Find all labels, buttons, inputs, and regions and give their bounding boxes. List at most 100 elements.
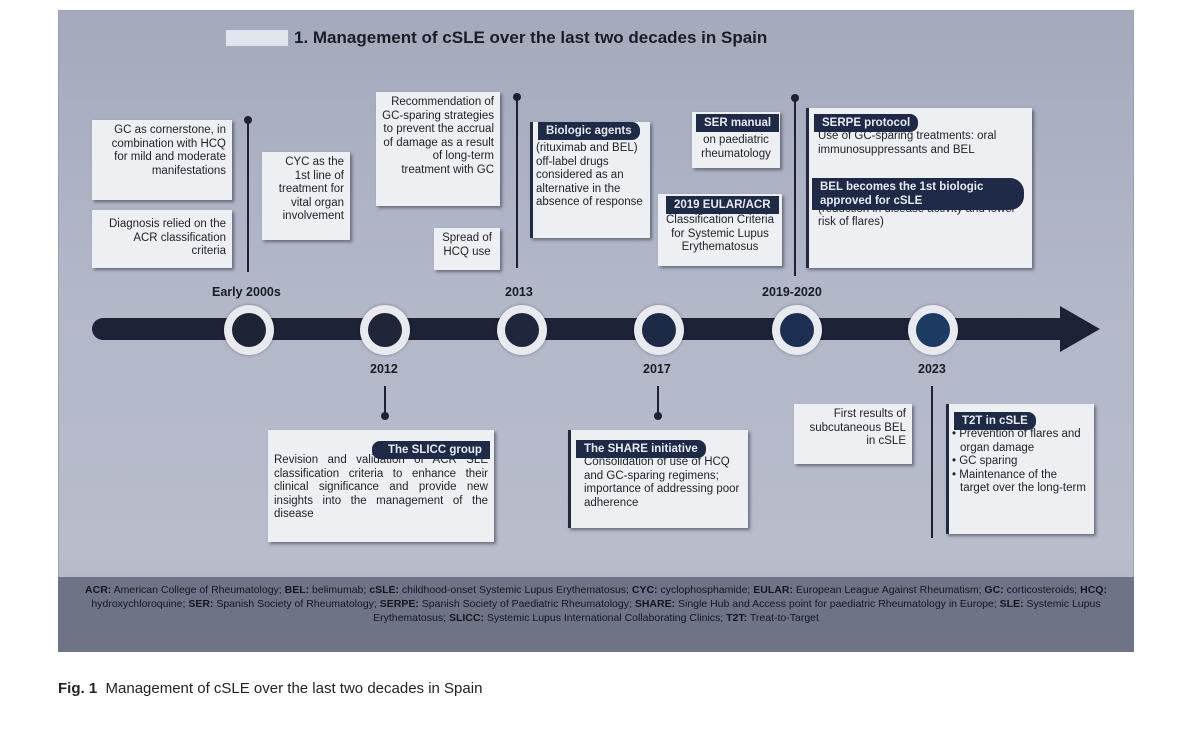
diagnosis-box: Diagnosis relied on the ACR classificati… xyxy=(92,210,232,268)
diagnosis-text: Diagnosis relied on the ACR classificati… xyxy=(109,218,226,257)
legend-abbr: T2T: xyxy=(726,612,748,624)
year-2013-connector xyxy=(516,96,518,268)
milestone-2017-core xyxy=(642,313,676,347)
milestone-2023-core xyxy=(916,313,950,347)
legend-abbr: HCQ: xyxy=(1080,584,1107,596)
legend-abbr: CYC: xyxy=(631,584,658,596)
legend-definition: Spanish Society of Rheumatology; xyxy=(213,598,380,610)
timeline-arrowhead xyxy=(1060,306,1100,352)
ser-manual-tag: SER manual xyxy=(696,114,780,132)
gc-text: GC as cornerstone, in combination with H… xyxy=(111,124,226,177)
recommendation-box: Recommendation of GC-sparing strategies … xyxy=(376,92,500,206)
legend-entry: HCQ: hydroxychloroquine; xyxy=(91,584,1107,610)
year-2012-connector xyxy=(384,386,386,416)
caption-label: Fig. 1 xyxy=(58,680,98,697)
legend-abbr: cSLE: xyxy=(369,584,399,596)
year-2017: 2017 xyxy=(643,362,671,376)
share-stripe xyxy=(568,430,571,528)
spread-hcq-box: Spread of HCQ use xyxy=(434,228,500,270)
legend-entry: T2T: Treat-to-Target xyxy=(726,612,819,624)
legend-definition: cyclophosphamide; xyxy=(657,584,754,596)
t2t-item: • GC sparing xyxy=(952,455,1018,467)
biologic-agents-tag: Biologic agents xyxy=(538,122,640,140)
legend-definition: Treat-to-Target xyxy=(747,612,819,624)
year-2012: 2012 xyxy=(370,362,398,376)
legend-definition: American College of Rheumatology; xyxy=(111,584,285,596)
milestone-2019-2020 xyxy=(772,305,822,355)
early-2000s-dot xyxy=(244,116,252,124)
legend-abbr: SER: xyxy=(188,598,214,610)
cyc-text: CYC as the 1st line of treatment for vit… xyxy=(278,156,344,222)
legend-entry: SLICC: Systemic Lupus International Coll… xyxy=(449,612,726,624)
legend-definition: Single Hub and Access point for paediatr… xyxy=(675,598,1000,610)
year-2017-connector xyxy=(657,386,659,416)
year-2019-dot xyxy=(791,94,799,102)
legend-definition: hydroxychloroquine; xyxy=(91,598,189,610)
recommendation-text: Recommendation of GC-sparing strategies … xyxy=(382,96,494,176)
legend-definition: Systemic Lupus International Collaborati… xyxy=(483,612,727,624)
biologic-agents-box: (rituximab and BEL) off-label drugs cons… xyxy=(530,122,650,238)
bel-approval-tag: BEL becomes the 1st biologic approved fo… xyxy=(812,178,1024,210)
t2t-item: • Maintenance of the target over the lon… xyxy=(952,468,1086,495)
milestone-2023 xyxy=(908,305,958,355)
serpe-protocol-text: Use of GC-sparing treatments: oral immun… xyxy=(818,130,997,156)
year-2023-connector xyxy=(931,386,933,538)
legend-definition: childhood-onset Systemic Lupus Erythemat… xyxy=(399,584,632,596)
legend-entry: SLE: Systemic Lupus Erythematosus; xyxy=(373,598,1101,624)
year-2019-connector xyxy=(794,98,796,276)
year-2012-dot xyxy=(381,412,389,420)
first-results-text: First results of subcutaneous BEL in cSL… xyxy=(809,408,906,447)
t2t-item: • Prevention of flares and organ damage xyxy=(952,428,1081,454)
share-tag: The SHARE initiative xyxy=(576,440,706,458)
abbreviation-legend: ACR: American College of Rheumatology; B… xyxy=(58,577,1134,652)
year-early-2000s: Early 2000s xyxy=(212,285,281,299)
legend-abbr: ACR: xyxy=(85,584,112,596)
slicc-text: Revision and validation of ACR SLE class… xyxy=(274,454,488,520)
legend-entry: CYC: cyclophosphamide; xyxy=(632,584,753,596)
legend-entry: ACR: American College of Rheumatology; xyxy=(85,584,285,596)
legend-entry: GC: corticosteroids; xyxy=(984,584,1080,596)
milestone-2019-2020-core xyxy=(780,313,814,347)
biologic-agents-text: (rituximab and BEL) off-label drugs cons… xyxy=(536,142,643,208)
biologic-agents-stripe xyxy=(530,122,533,238)
legend-definition: Systemic Lupus Erythematosus; xyxy=(373,598,1101,624)
year-2013-dot xyxy=(513,93,521,101)
ser-manual-text: on paediatric rheumatology xyxy=(701,134,771,160)
serpe-protocol-tag: SERPE protocol xyxy=(814,114,919,132)
year-2013: 2013 xyxy=(505,285,533,299)
milestone-early-2000s xyxy=(224,305,274,355)
early-2000s-connector xyxy=(247,120,249,272)
legend-definition: Spanish Society of Paediatric Rheumatolo… xyxy=(418,598,635,610)
legend-abbr: SERPE: xyxy=(379,598,419,610)
legend-entry: EULAR: European League Against Rheumatis… xyxy=(753,584,984,596)
milestone-2013 xyxy=(497,305,547,355)
t2t-item-text: Maintenance of the target over the long-… xyxy=(959,468,1086,495)
milestone-2017 xyxy=(634,305,684,355)
legend-abbr: SHARE: xyxy=(634,598,676,610)
slicc-tag: The SLICC group xyxy=(372,441,490,459)
legend-definition: corticosteroids; xyxy=(1003,584,1081,596)
legend-entry: SERPE: Spanish Society of Paediatric Rhe… xyxy=(380,598,635,610)
milestone-early-2000s-core xyxy=(232,313,266,347)
legend-abbr: GC: xyxy=(984,584,1004,596)
spread-hcq-text: Spread of HCQ use xyxy=(442,232,492,258)
caption-text: Management of cSLE over the last two dec… xyxy=(105,680,483,697)
milestone-2012 xyxy=(360,305,410,355)
legend-entry: cSLE: childhood-onset Systemic Lupus Ery… xyxy=(369,584,632,596)
timeline-axis xyxy=(92,318,1072,340)
cyc-box: CYC as the 1st line of treatment for vit… xyxy=(262,152,350,240)
t2t-item-text: Prevention of flares and organ damage xyxy=(959,428,1081,454)
milestone-2012-core xyxy=(368,313,402,347)
legend-definition: belimumab; xyxy=(309,584,370,596)
legend-abbr: EULAR: xyxy=(753,584,793,596)
year-2017-dot xyxy=(654,412,662,420)
t2t-stripe xyxy=(946,404,949,534)
title-bar-decoration xyxy=(226,30,288,46)
legend-abbr: SLE: xyxy=(999,598,1024,610)
t2t-tag: T2T in cSLE xyxy=(954,412,1036,430)
year-2019-2020: 2019-2020 xyxy=(762,285,822,299)
legend-entry: BEL: belimumab; xyxy=(285,584,370,596)
share-text: Consolidation of use of HCQ and GC-spari… xyxy=(584,456,740,509)
year-2023: 2023 xyxy=(918,362,946,376)
legend-abbr: SLICC: xyxy=(448,612,484,624)
